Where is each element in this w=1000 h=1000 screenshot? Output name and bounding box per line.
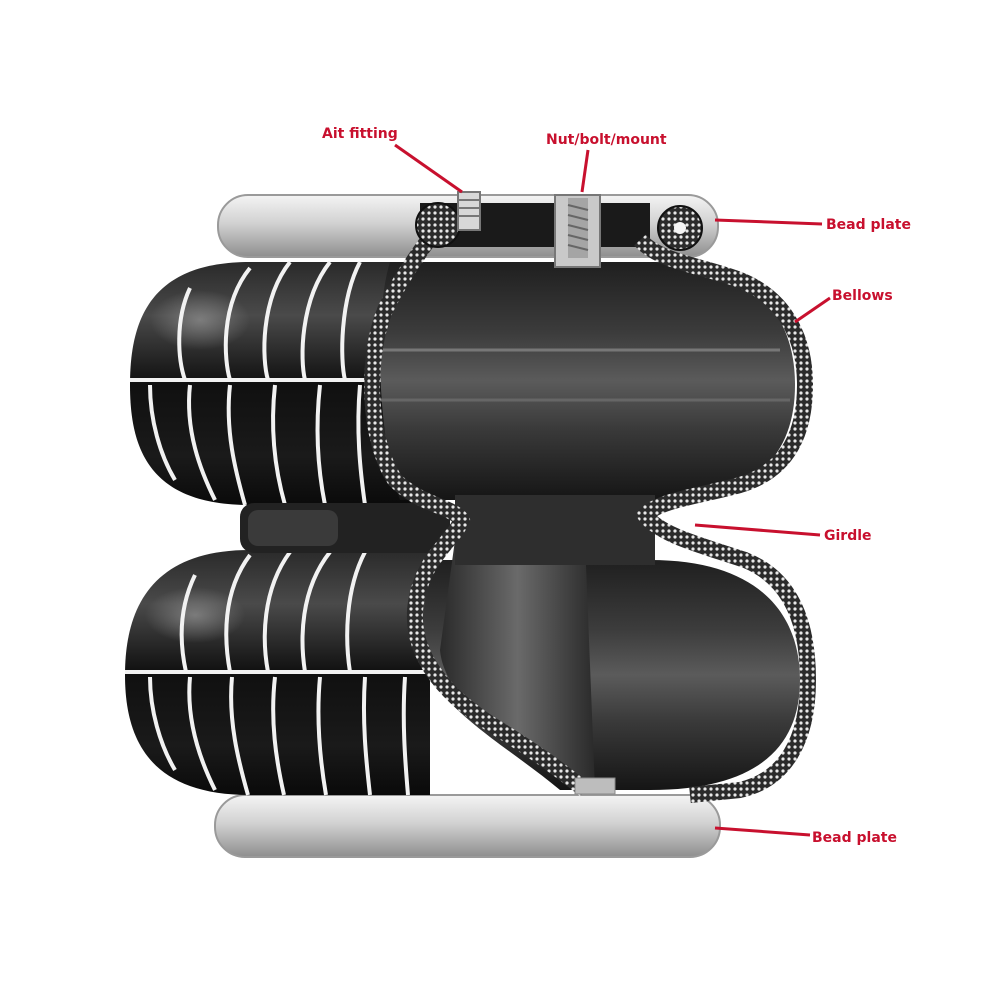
nut-bolt-mount [555,195,600,267]
leader-bellows [795,298,830,322]
label-bellows: Bellows [832,288,893,304]
leader-bead-plate-top [715,220,822,224]
leader-nut-bolt-mount [582,150,588,192]
leader-bead-plate-bottom [715,828,810,835]
label-air-fitting: Ait fitting [322,126,398,142]
bottom-mount-insert [575,778,615,794]
girdle-ring-outer [240,503,450,553]
label-bead-plate-bottom: Bead plate [812,830,897,846]
bottom-bead-plate [215,795,720,857]
label-nut-bolt-mount: Nut/bolt/mount [546,132,667,148]
label-bead-plate-top: Bead plate [826,217,911,233]
air-fitting [458,192,480,230]
leader-air-fitting [395,145,462,192]
lower-bellow-outer [125,550,430,795]
label-girdle: Girdle [824,528,872,544]
leader-girdle [695,525,820,535]
